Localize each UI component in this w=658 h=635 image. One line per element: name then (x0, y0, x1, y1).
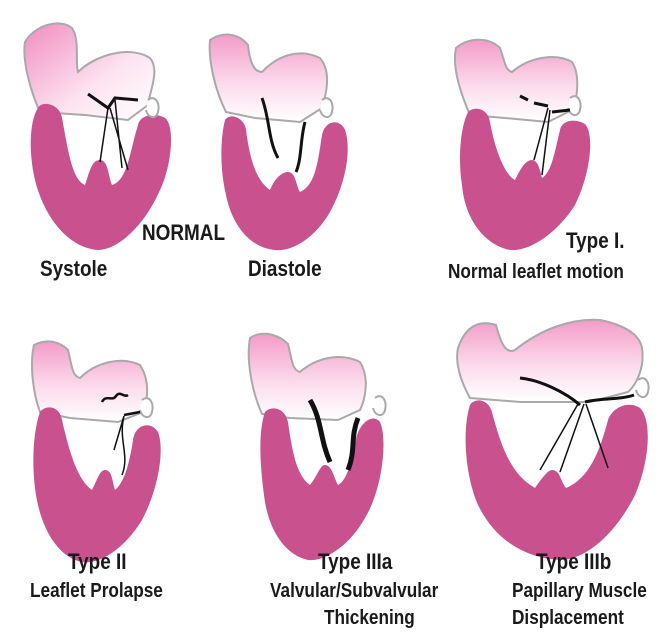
aortic-valve-icon (140, 398, 153, 417)
heart-type-i (455, 40, 590, 250)
aortic-valve-icon (146, 98, 159, 117)
left-atrium (210, 35, 327, 122)
normal-label: NORMAL (142, 222, 225, 244)
aortic-valve-icon (320, 98, 333, 117)
left-atrium (249, 334, 366, 420)
heart-normal-diastole (210, 35, 348, 251)
left-atrium (457, 320, 642, 402)
heart-type-iiib (457, 320, 648, 560)
heart-type-ii (32, 341, 161, 562)
left-ventricle-wall (221, 116, 347, 250)
aortic-valve-icon (373, 396, 386, 415)
heart-normal-systole (24, 23, 171, 250)
aortic-valve-icon (568, 96, 581, 115)
type-i-description: Normal leaflet motion (448, 262, 624, 282)
type-iiia-title: Type IIIa (318, 551, 392, 573)
type-iiia-description-line1: Valvular/Subvalvular (270, 581, 438, 601)
heart-type-iiia (249, 334, 386, 560)
diastole-label: Diastole (248, 258, 322, 280)
type-iiib-title: Type IIIb (536, 551, 611, 573)
chordae (114, 416, 125, 475)
type-i-title: Type I. (566, 230, 625, 252)
type-iiia-description-line2: Thickening (324, 608, 415, 628)
systole-label: Systole (40, 258, 107, 280)
left-ventricle-wall (33, 407, 160, 562)
type-ii-description: Leaflet Prolapse (30, 581, 163, 601)
aortic-valve-icon (636, 378, 649, 397)
type-ii-title: Type II (68, 551, 127, 573)
left-ventricle-wall (466, 400, 648, 560)
type-iiib-description-line1: Papillary Muscle (512, 581, 647, 601)
type-iiib-description-line2: Displacement (512, 608, 624, 628)
